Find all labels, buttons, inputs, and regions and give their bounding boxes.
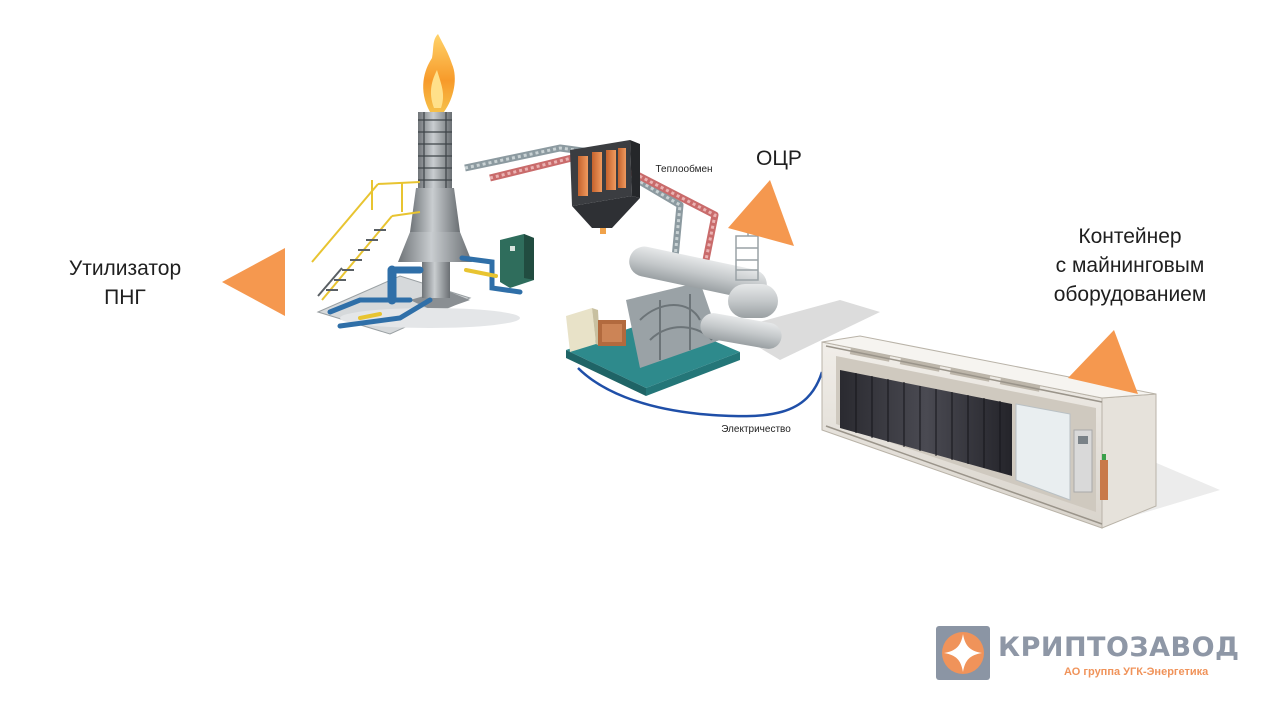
logo-badge-icon [936,626,990,680]
ocr-label: ОЦР [756,147,802,170]
container-label-line1: Контейнер [1078,225,1182,248]
mining-container-illustration [821,335,1220,529]
pointer-ocr [728,180,794,246]
utilizer-label-line1: Утилизатор [68,257,182,280]
orc-unit-illustration [566,222,880,396]
utilizer-label-line2: ПНГ [104,286,146,309]
container-label-line3: оборудованием [1053,283,1207,306]
container-label: Контейнер с майнинговым оборудованием [1030,222,1230,309]
company-logo: КРИПТОЗАВОД АО группа УГК-Энергетика [936,626,1246,682]
pointer-triangles [222,180,1138,394]
logo-subtitle: АО группа УГК-Энергетика [1064,666,1209,678]
miner-racks [840,370,1012,476]
pointer-container [1068,330,1138,394]
logo-name: КРИПТОЗАВОД [998,632,1240,663]
heat-exchange-label: Теплообмен [655,164,713,175]
utilizer-label: Утилизатор ПНГ [60,254,190,312]
electric-cable [577,367,824,418]
container-label-line2: с майнинговым [1055,254,1205,277]
flare-unit-illustration [311,34,534,335]
electricity-label: Электричество [721,424,791,435]
heat-exchanger-illustration [570,140,640,234]
pointer-utilizer [222,248,285,316]
